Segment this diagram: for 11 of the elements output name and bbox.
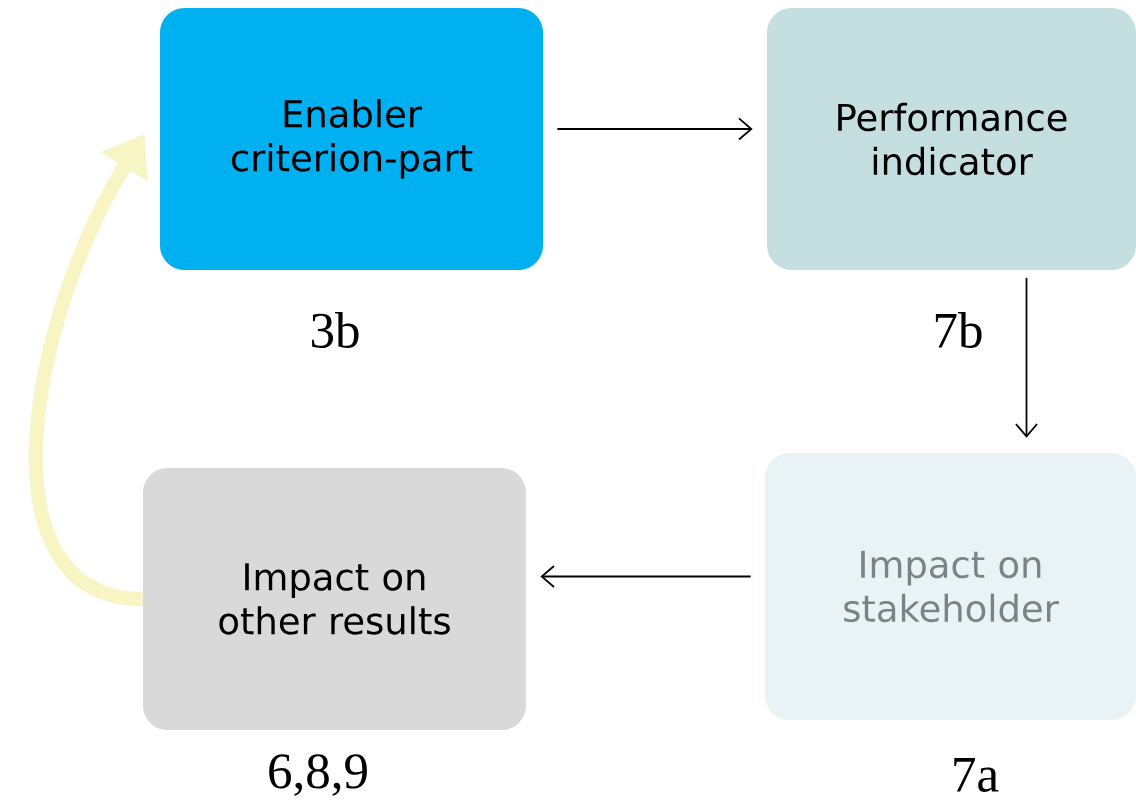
box-number: 7b — [935, 312, 982, 348]
arrow — [540, 565, 752, 588]
process-box: Enabler criterion-part — [160, 8, 543, 270]
process-box: Impact on stakeholder — [765, 453, 1136, 720]
arrow — [1015, 276, 1038, 438]
arrow — [556, 117, 753, 141]
process-box: Performance indicator — [767, 8, 1136, 270]
box-number: 6,8,9 — [269, 754, 367, 796]
box-number: 3b — [311, 312, 359, 348]
box-number: 7a — [954, 758, 999, 792]
process-box: Impact on other results — [143, 468, 526, 730]
